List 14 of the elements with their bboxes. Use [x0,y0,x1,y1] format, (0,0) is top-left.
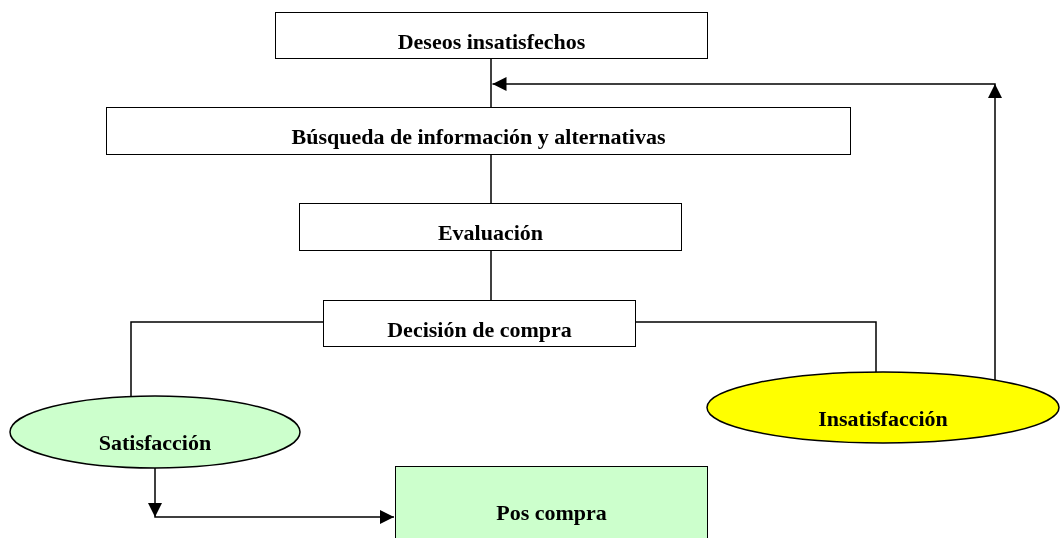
step-label: Deseos insatisfechos [397,30,586,53]
step-label: Satisfacción [98,432,212,454]
process-box [106,107,851,155]
step-label: Decisión de compra [387,318,572,341]
process-box [395,466,708,538]
process-box [323,300,636,347]
process-box [275,12,708,59]
step-label: Evaluación [437,222,544,244]
connector-arrow [491,77,1002,381]
step-label: Insatisfacción [818,407,948,430]
step-label: Búsqueda de información y alternativas [291,126,666,148]
step-label: Pos compra [496,502,607,524]
connector-arrow [148,467,395,524]
process-box [299,203,682,251]
